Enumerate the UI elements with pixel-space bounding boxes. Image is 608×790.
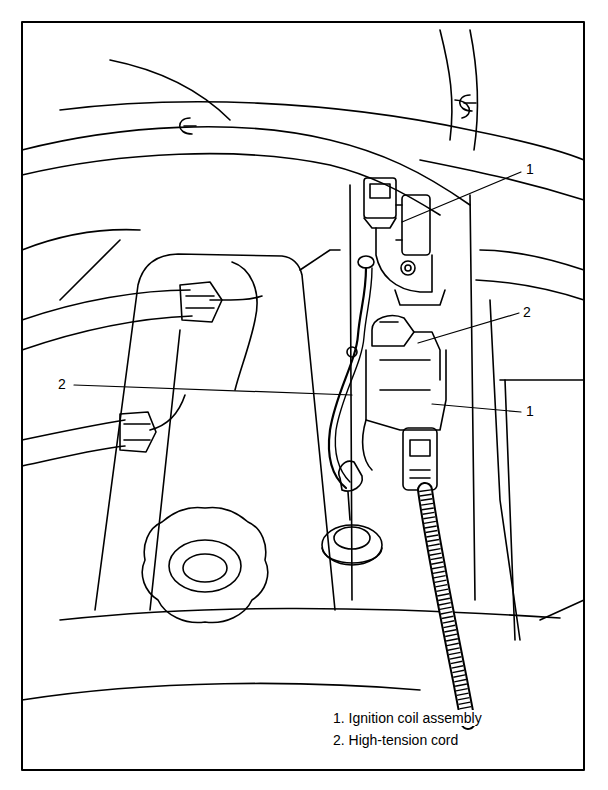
cylinder-head-cover-part <box>232 262 257 390</box>
left-hoses-part <box>22 290 190 320</box>
left-hoses-part <box>120 412 156 452</box>
upper-hoses-part <box>60 102 584 160</box>
callout-number: 2 <box>521 304 533 320</box>
ignition-coil-lower-part <box>366 350 446 430</box>
high-tension-cord-part <box>322 548 382 563</box>
coil-column-part <box>350 185 352 600</box>
cylinder-head-cover-part <box>95 254 335 610</box>
wiring-harness-part <box>425 490 468 722</box>
left-hoses-part <box>124 424 150 440</box>
wiring-harness-part <box>425 490 468 722</box>
legend-entry: 2. High-tension cord <box>331 732 460 748</box>
ignition-coil-lower <box>347 316 446 490</box>
coil-column-part <box>540 600 584 620</box>
coil-column-part <box>500 379 584 381</box>
cylinder-head-cover <box>22 250 560 700</box>
wiring-harness <box>425 490 468 722</box>
high-tension-cord-part <box>348 492 350 520</box>
cylinder-head-cover-part <box>22 683 420 700</box>
upper-hoses-part <box>480 250 584 270</box>
left-hoses-part <box>186 296 214 308</box>
high-tension-cord-part <box>339 461 362 491</box>
left-hoses-part <box>60 240 120 300</box>
callout-number-holder: 2 <box>521 304 533 320</box>
upper-hoses-part <box>460 95 476 111</box>
left-hoses-part <box>180 282 222 322</box>
high-tension-cord <box>322 268 382 565</box>
ignition-coil-upper-part <box>358 256 374 268</box>
ignition-coil-upper-part <box>395 290 445 305</box>
coil-column <box>350 185 584 640</box>
ignition-coil-lower-part <box>363 420 372 470</box>
left-hoses-part <box>22 446 125 466</box>
frame-border <box>22 22 584 770</box>
legend-entry: 1. Ignition coil assembly <box>331 710 484 726</box>
left-hoses <box>22 230 262 466</box>
high-tension-cord-part <box>334 527 370 549</box>
cylinder-head-cover-part <box>300 250 340 270</box>
leader-lines-part <box>418 313 519 343</box>
high-tension-cord-part <box>329 268 366 488</box>
upper-hoses-part <box>470 30 477 150</box>
ignition-coil-upper-part <box>396 205 402 240</box>
coil-column-part <box>490 300 520 640</box>
ignition-coil-lower-part <box>403 428 437 490</box>
coil-column-part <box>505 380 515 640</box>
upper-hoses-part <box>110 60 230 120</box>
ignition-coil-upper-part <box>402 195 430 255</box>
legend-entry-holder: 1. Ignition coil assembly <box>331 710 484 726</box>
ignition-coil-lower-part <box>410 440 430 456</box>
ignition-coil-upper-part <box>364 218 396 228</box>
wiring-harness-part <box>425 490 468 722</box>
left-hoses-part <box>22 316 192 350</box>
cylinder-head-cover-part <box>150 330 180 610</box>
leader-lines-part <box>74 385 352 395</box>
ignition-coil-lower-part <box>380 360 430 390</box>
ignition-coil-lower-part <box>372 316 414 346</box>
ignition-coil-lower-part <box>410 470 430 478</box>
left-hoses-part <box>210 296 262 300</box>
upper-hoses-part <box>440 30 452 140</box>
ignition-coil-upper-part <box>405 265 411 271</box>
oil-filler-cap-part <box>169 540 241 592</box>
callout-number: 2 <box>56 376 68 392</box>
oil-filler-cap-part <box>183 554 227 582</box>
high-tension-cord-part <box>322 525 382 565</box>
callout-number-holder: 2 <box>56 376 68 392</box>
ignition-coil-upper-part <box>370 184 390 198</box>
oil-filler-cap-part <box>142 507 268 622</box>
left-hoses-part <box>22 230 140 250</box>
leader-lines-part <box>402 172 521 222</box>
callout-number: 1 <box>524 403 536 419</box>
callout-number: 1 <box>524 161 536 177</box>
callout-number-holder: 1 <box>524 161 536 177</box>
ignition-coil-upper-part <box>364 178 396 218</box>
ignition-coil-lower-part <box>414 332 440 380</box>
upper-hoses-part <box>22 154 440 215</box>
left-hoses-part <box>150 395 185 430</box>
ignition-coil-upper-part <box>401 261 415 275</box>
high-tension-cord-part <box>335 268 372 482</box>
upper-hoses <box>22 30 584 300</box>
coil-column-part <box>470 195 475 600</box>
leader-lines-part <box>432 404 521 412</box>
ignition-coil-lower-part <box>380 321 398 323</box>
cylinder-head-cover-part <box>60 608 560 620</box>
legend-entry-holder: 2. High-tension cord <box>331 732 460 748</box>
callout-number-holder: 1 <box>524 403 536 419</box>
left-hoses-part <box>22 420 125 440</box>
ignition-coil-upper-part <box>376 228 432 292</box>
upper-hoses-part <box>476 280 584 300</box>
oil-filler-cap <box>142 507 268 622</box>
leader-lines <box>74 172 521 412</box>
upper-hoses-part <box>180 118 196 134</box>
